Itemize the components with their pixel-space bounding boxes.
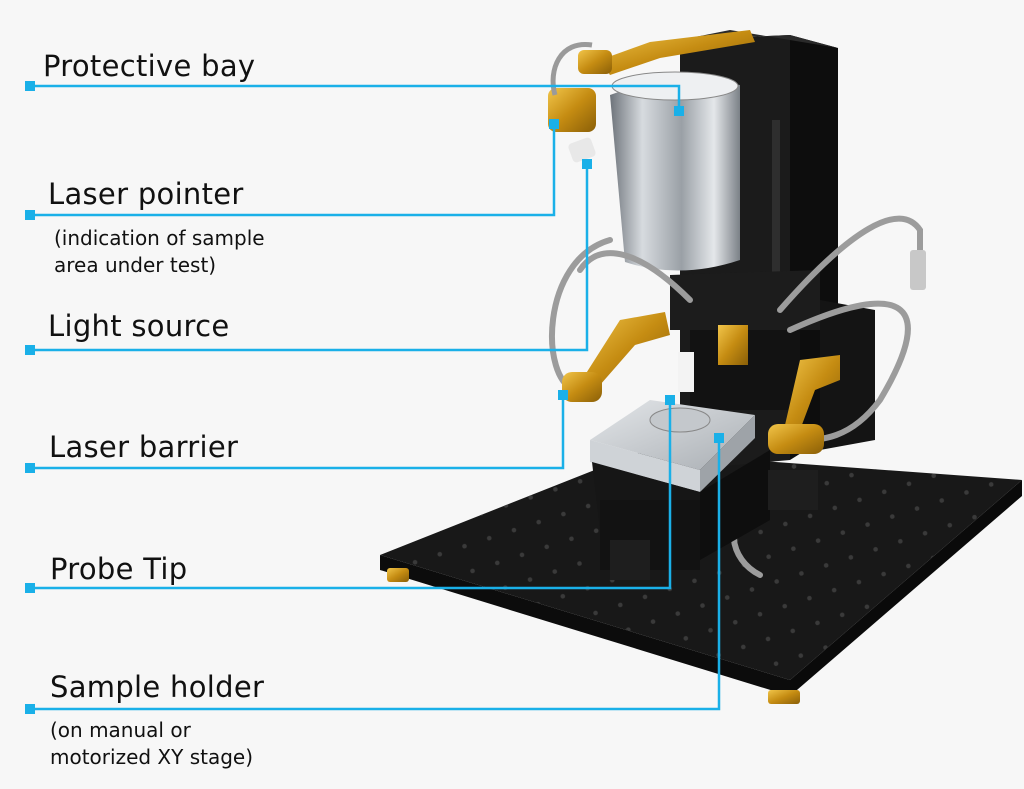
leader-protective-bay (30, 84, 681, 110)
label-laser-pointer-sub-2: area under test) (54, 253, 217, 277)
label-laser-barrier: Laser barrier (49, 430, 239, 464)
light-source-head-right (910, 250, 926, 290)
leader-markers (25, 81, 724, 714)
leader-laser-barrier (30, 395, 565, 470)
protective-bay-cylinder (610, 71, 740, 271)
gold-lower-arms (562, 312, 840, 454)
label-laser-pointer: Laser pointer (48, 177, 244, 211)
leader-lines (30, 84, 721, 711)
foot-front (768, 690, 800, 704)
sample-chuck (649, 407, 711, 433)
label-laser-pointer-sub-1: (indication of sample (54, 226, 265, 250)
xy-stage (590, 400, 818, 580)
laser-barrier-plate (678, 352, 694, 392)
leader-sample-holder (30, 438, 721, 711)
label-sample-holder: Sample holder (50, 670, 265, 704)
label-protective-bay: Protective bay (43, 49, 256, 83)
leader-probe-tip (30, 400, 672, 590)
label-light-source: Light source (48, 309, 230, 343)
foot-left (387, 568, 409, 582)
label-probe-tip: Probe Tip (50, 552, 188, 586)
breadboard-base (380, 452, 1022, 704)
laser-pointer-arm (548, 30, 755, 163)
leader-laser-pointer (30, 124, 556, 217)
label-sample-holder-sub-2: motorized XY stage) (50, 745, 254, 769)
label-sample-holder-sub-1: (on manual or (50, 718, 191, 742)
leader-light-source (30, 164, 589, 352)
probe-carriage (670, 270, 820, 410)
